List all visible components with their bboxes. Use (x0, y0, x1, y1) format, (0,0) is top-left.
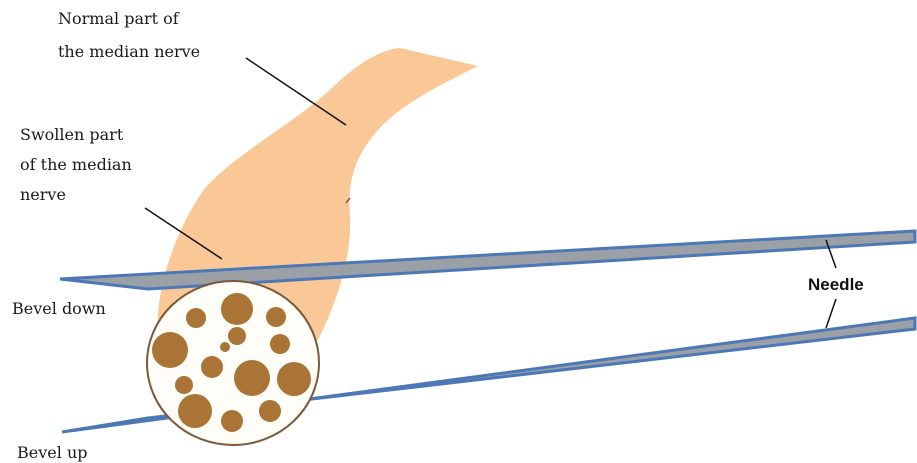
label-bevel-up: Bevel up (17, 443, 87, 462)
label-swollen-part: Swollen part of the median nerve (20, 125, 137, 204)
label-needle: Needle (808, 275, 864, 294)
leader-needle-bottom (826, 299, 836, 328)
fascicle (221, 293, 253, 325)
label-normal-part: Normal part of the median nerve (58, 9, 200, 61)
fascicle (152, 332, 188, 368)
fascicle (266, 307, 286, 327)
fascicle (228, 327, 246, 345)
fascicle (201, 356, 223, 378)
fascicle (175, 376, 193, 394)
fascicle (259, 400, 281, 422)
fascicle (220, 342, 230, 352)
fascicle (270, 334, 290, 354)
fascicle (277, 362, 311, 396)
fascicle (221, 410, 243, 432)
nerve-cross-section (147, 281, 319, 445)
label-bevel-down: Bevel down (12, 299, 106, 318)
fascicle (234, 360, 270, 396)
fascicle (178, 394, 212, 428)
fascicle (186, 308, 206, 328)
